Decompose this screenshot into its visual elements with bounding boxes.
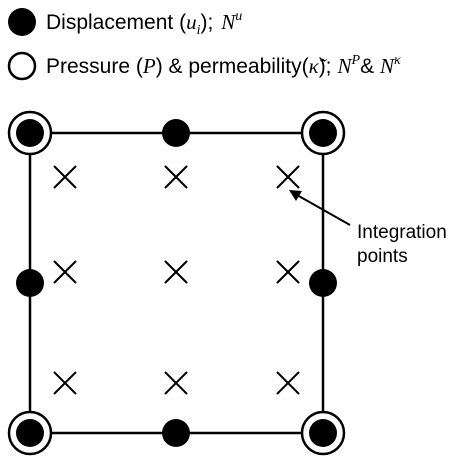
integration-point: [276, 371, 300, 395]
pressure-label: Pressure: [46, 55, 136, 78]
annotation-label-line1: Integration: [357, 222, 447, 243]
pressure-symbol: P: [142, 54, 156, 78]
legend-displacement-text: Displacement (ui);Nu: [46, 9, 242, 38]
displacement-label: Displacement: [46, 11, 179, 34]
arrowhead: [289, 190, 302, 201]
pressure-shape-function: N: [337, 54, 353, 78]
permeability-shape-function: N: [379, 54, 395, 78]
midside-node-bottom: [162, 419, 190, 447]
corner-node-top-right: [300, 110, 346, 156]
midside-node-left: [16, 269, 44, 297]
corner-node-top-left: [7, 110, 53, 156]
integration-point: [53, 371, 77, 395]
corner-node-bottom-right: [300, 410, 346, 456]
legend-pressure-marker: [7, 51, 37, 81]
midside-nodes: [16, 119, 337, 447]
displacement-shape-function: N: [220, 10, 236, 34]
legend-displacement-marker: [8, 8, 36, 36]
integration-point: [276, 165, 300, 189]
midside-node-right: [309, 269, 337, 297]
integration-point: [164, 260, 188, 284]
integration-point: [164, 371, 188, 395]
integration-point: [276, 260, 300, 284]
midside-node-top: [162, 119, 190, 147]
integration-point: [164, 165, 188, 189]
corner-node-bottom-left: [7, 410, 53, 456]
integration-points: [53, 165, 300, 395]
integration-point: [53, 260, 77, 284]
permeability-label: & permeability: [163, 55, 302, 78]
annotation-arrow: [289, 190, 351, 226]
annotation-label-line2: points: [357, 246, 408, 267]
displacement-symbol: u: [186, 10, 197, 34]
integration-point: [53, 165, 77, 189]
corner-nodes: [7, 110, 346, 456]
legend: Displacement (ui);Nu Pressure (P) & perm…: [7, 8, 401, 81]
legend-pressure-text: Pressure (P) & permeability(κ̃);NP& Nκ: [46, 53, 401, 78]
